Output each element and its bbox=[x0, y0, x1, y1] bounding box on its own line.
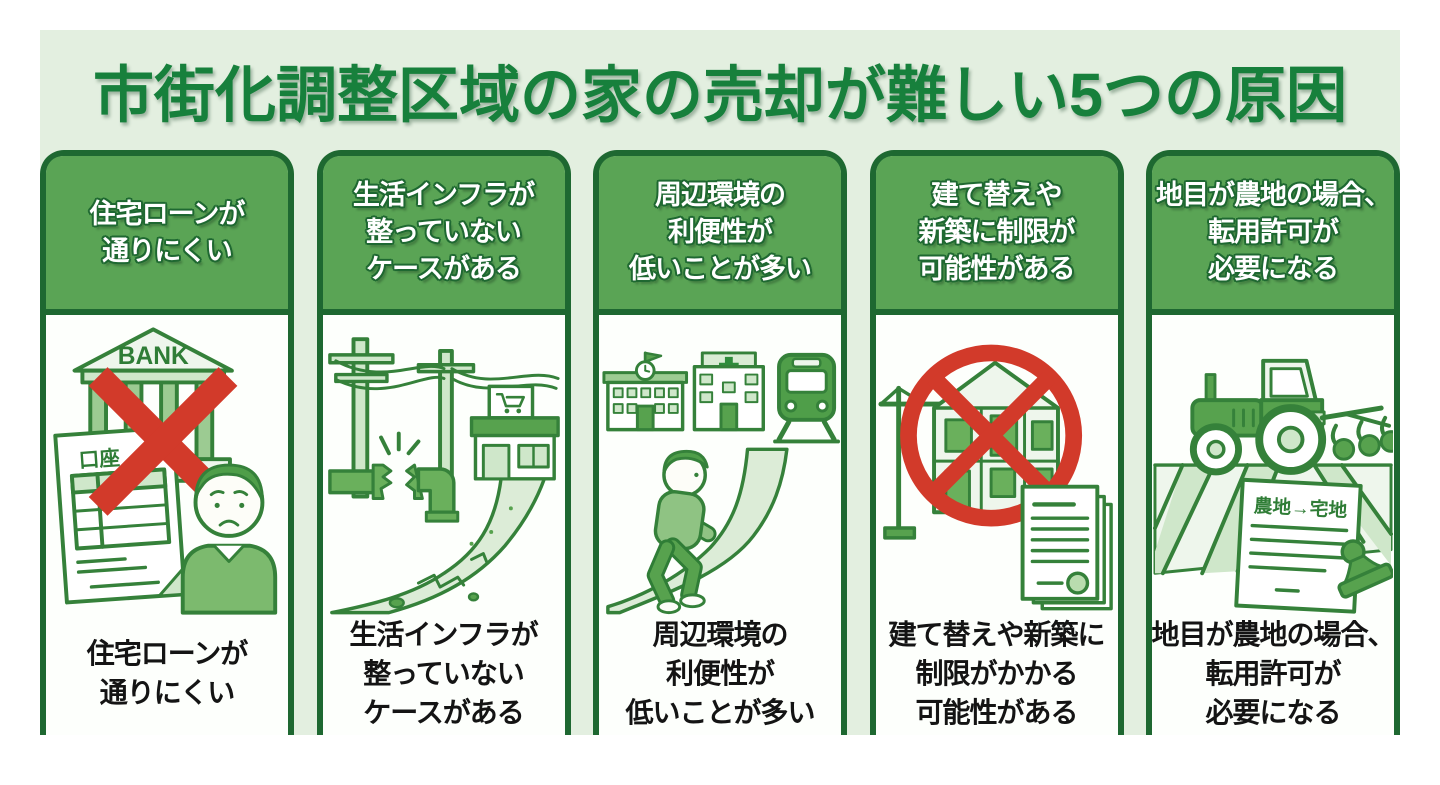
card-rebuild-body: 建て替えや新築に 制限がかかる 可能性がある bbox=[875, 315, 1118, 735]
school-icon bbox=[602, 351, 689, 432]
card-infrastructure: 生活インフラが 整っていない ケースがある bbox=[316, 150, 571, 735]
caption-line: 周辺環境の bbox=[652, 619, 788, 650]
header-line: ケースがある bbox=[366, 254, 522, 284]
card-mortgage-header: 住宅ローンが 通りにくい bbox=[46, 156, 288, 315]
header-line: 生活インフラが bbox=[352, 180, 535, 210]
card-mortgage-body: BANK 口座 bbox=[46, 315, 288, 735]
cracked-road-icon bbox=[329, 477, 546, 615]
stamp-icon bbox=[1337, 539, 1393, 599]
caption-line: 転用許可が bbox=[1205, 658, 1342, 689]
header-line: 可能性がある bbox=[918, 254, 1076, 284]
card-infrastructure-body: 生活インフラが 整っていない ケースがある bbox=[322, 315, 565, 735]
header-line: 整っていない bbox=[366, 217, 522, 247]
caption-line: 制限がかかる bbox=[915, 658, 1078, 689]
tractor-icon bbox=[1189, 358, 1393, 476]
card-mortgage: 住宅ローンが 通りにくい bbox=[40, 150, 294, 735]
caption-line: 低いことが多い bbox=[625, 697, 815, 728]
farmland-permit-illustration: 農地→宅地 bbox=[1153, 323, 1393, 615]
permit-documents-icon bbox=[1020, 484, 1113, 611]
bank-sign-label: BANK bbox=[118, 343, 189, 370]
card-farmland: 地目が農地の場合、 転用許可が 必要になる bbox=[1146, 150, 1400, 735]
card-convenience-body: 周辺環境の 利便性が 低いことが多い bbox=[599, 315, 841, 735]
bank-loan-rejected-icon: BANK 口座 bbox=[53, 327, 278, 615]
card-rebuild: 建て替えや 新築に制限が 可能性がある bbox=[869, 150, 1124, 735]
card-mortgage-caption: 住宅ローンが 通りにくい bbox=[86, 615, 249, 735]
card-farmland-header: 地目が農地の場合、 転用許可が 必要になる bbox=[1152, 156, 1394, 315]
bank-loan-rejected-illustration: BANK 口座 bbox=[47, 323, 287, 615]
header-line: 周辺環境の bbox=[655, 180, 786, 210]
card-rebuild-caption: 建て替えや新築に 制限がかかる 可能性がある bbox=[888, 615, 1105, 735]
train-icon bbox=[773, 352, 840, 444]
card-convenience-header: 周辺環境の 利便性が 低いことが多い bbox=[599, 156, 841, 315]
caption-line: ケースがある bbox=[363, 697, 525, 728]
caption-line: 利便性が bbox=[665, 658, 775, 689]
missing-infrastructure-illustration bbox=[324, 323, 564, 615]
header-line: 利便性が bbox=[668, 217, 773, 247]
farmland-permit-icon: 農地→宅地 bbox=[1153, 358, 1393, 614]
card-row: 住宅ローンが 通りにくい bbox=[40, 150, 1400, 735]
card-farmland-caption: 地目が農地の場合、 転用許可が 必要になる bbox=[1152, 615, 1394, 735]
caption-line: 住宅ローンが bbox=[86, 638, 249, 669]
title-band: 市街化調整区域の家の売却が難しい5つの原因 bbox=[40, 30, 1400, 148]
header-line: 住宅ローンが bbox=[89, 198, 246, 229]
card-farmland-body: 農地→宅地 地目が農地の場合、 転用許可が 必要になる bbox=[1152, 315, 1394, 735]
caption-line: 生活インフラが bbox=[349, 619, 538, 650]
card-convenience-caption: 周辺環境の 利便性が 低いことが多い bbox=[625, 615, 815, 735]
card-infrastructure-caption: 生活インフラが 整っていない ケースがある bbox=[349, 615, 538, 735]
caption-line: 建て替えや新築に bbox=[888, 619, 1105, 650]
header-line: 必要になる bbox=[1208, 254, 1339, 284]
header-line: 通りにくい bbox=[102, 235, 232, 266]
prohibition-sign-icon bbox=[899, 344, 1082, 527]
low-convenience-icon bbox=[602, 351, 840, 615]
winding-path-icon bbox=[606, 447, 789, 615]
caption-line: 整っていない bbox=[363, 658, 525, 689]
page-title: 市街化調整区域の家の売却が難しい5つの原因 bbox=[93, 60, 1347, 129]
card-rebuild-header: 建て替えや 新築に制限が 可能性がある bbox=[875, 156, 1118, 315]
sad-person-icon bbox=[180, 463, 278, 615]
caption-line: 可能性がある bbox=[915, 697, 1078, 728]
document-title-label: 口座 bbox=[78, 446, 121, 473]
caption-line: 必要になる bbox=[1205, 697, 1342, 728]
rebuild-restriction-icon bbox=[877, 344, 1113, 611]
header-line: 転用許可が bbox=[1208, 217, 1339, 247]
broken-pipe-icon bbox=[327, 431, 459, 523]
header-line: 新築に制限が bbox=[918, 217, 1076, 247]
low-convenience-illustration bbox=[600, 323, 840, 615]
header-line: 建て替えや bbox=[931, 180, 1063, 210]
caption-line: 通りにくい bbox=[99, 677, 235, 708]
conversion-document-title: 農地→宅地 bbox=[1253, 495, 1348, 521]
card-convenience: 周辺環境の 利便性が 低いことが多い bbox=[593, 150, 847, 735]
shop-icon bbox=[469, 384, 560, 481]
hospital-icon bbox=[692, 351, 765, 432]
card-infrastructure-header: 生活インフラが 整っていない ケースがある bbox=[322, 156, 565, 315]
rebuild-restriction-illustration bbox=[877, 323, 1117, 615]
missing-infrastructure-icon bbox=[327, 337, 560, 615]
walking-person-icon bbox=[646, 449, 717, 615]
header-line: 低いことが多い bbox=[629, 254, 812, 284]
header-line: 地目が農地の場合、 bbox=[1156, 180, 1391, 210]
caption-line: 地目が農地の場合、 bbox=[1152, 619, 1394, 650]
